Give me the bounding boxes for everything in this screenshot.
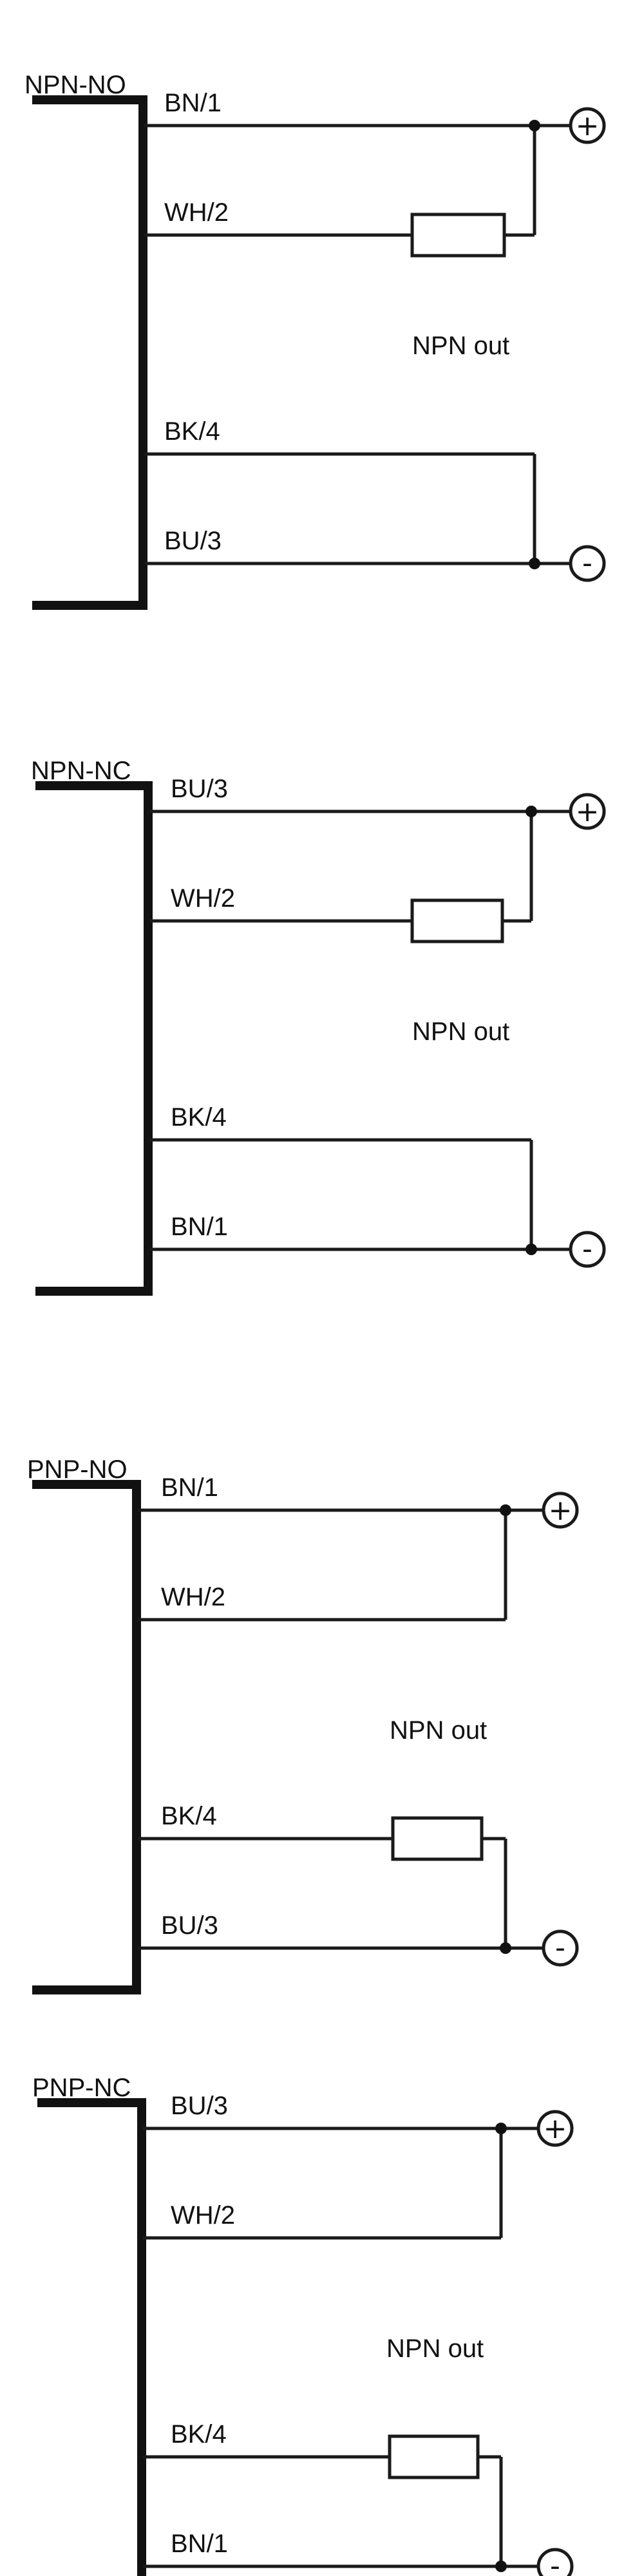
junction-dot	[495, 2561, 507, 2572]
positive-terminal-icon	[569, 793, 606, 830]
wire-label: WH/2	[161, 1583, 225, 1611]
output-label: NPN out	[412, 1018, 509, 1046]
diagram-block-npn-nc: NPN-NC BU/3WH/2BK/4BN/1 + - NPN out	[31, 757, 606, 1296]
wire-label: BU/3	[164, 527, 222, 555]
positive-terminal-symbol: +	[576, 109, 600, 142]
junction-dot	[500, 1504, 511, 1516]
sensor-bracket	[37, 2098, 146, 2576]
load-resistor	[410, 213, 506, 258]
junction-dot	[529, 120, 540, 131]
load-resistor	[391, 1816, 484, 1861]
sensor-bracket	[32, 95, 147, 610]
wire-label: BN/1	[171, 1213, 228, 1241]
junction-dot	[495, 2123, 507, 2134]
wire-label: WH/2	[171, 2201, 235, 2230]
junction-dot	[500, 1942, 511, 1954]
diagram-block-pnp-nc: PNP-NC BU/3WH/2BK/4BN/1 + - NPN out	[32, 2074, 574, 2576]
wire-label: BK/4	[161, 1802, 217, 1830]
wire-label: BU/3	[171, 775, 228, 803]
block-title: NPN-NC	[31, 757, 131, 785]
wire-label: BK/4	[164, 417, 220, 446]
junction-dot	[529, 558, 540, 569]
load-resistor	[410, 898, 504, 943]
negative-terminal-symbol: -	[550, 2550, 560, 2576]
negative-terminal-symbol: -	[555, 1931, 565, 1964]
wire-label: BN/1	[161, 1473, 218, 1502]
wire-label: BN/1	[164, 89, 222, 117]
diagram-block-npn-no: NPN-NO BN/1WH/2BK/4BU/3 + - NPN out	[24, 71, 606, 610]
positive-terminal-icon	[542, 1492, 579, 1529]
positive-terminal-icon	[569, 107, 606, 144]
junction-dot	[526, 806, 537, 817]
wire-label: BK/4	[171, 2420, 227, 2448]
negative-terminal-icon	[569, 1231, 606, 1268]
negative-terminal-symbol: -	[582, 1233, 592, 1265]
positive-terminal-symbol: +	[544, 2112, 567, 2145]
negative-terminal-icon	[569, 545, 606, 582]
sensor-bracket	[32, 1480, 141, 1994]
output-label: NPN out	[390, 1716, 487, 1745]
load-resistor	[388, 2434, 480, 2479]
block-title: NPN-NO	[24, 71, 126, 99]
positive-terminal-symbol: +	[549, 1494, 573, 1527]
negative-terminal-symbol: -	[582, 547, 592, 580]
output-label: NPN out	[412, 332, 509, 360]
output-label: NPN out	[386, 2334, 484, 2363]
negative-terminal-icon	[536, 2548, 574, 2576]
diagram-block-pnp-no: PNP-NO BN/1WH/2BK/4BU/3 + - NPN out	[27, 1455, 579, 1994]
wire-label: BU/3	[161, 1911, 218, 1940]
wire-label: WH/2	[164, 198, 229, 227]
block-title: PNP-NO	[27, 1455, 128, 1484]
positive-terminal-symbol: +	[576, 795, 600, 828]
wire-label: BK/4	[171, 1103, 227, 1132]
wire-label: BN/1	[171, 2530, 228, 2558]
junction-dot	[526, 1244, 537, 1255]
wire-label: BU/3	[171, 2092, 228, 2120]
positive-terminal-icon	[536, 2110, 574, 2147]
negative-terminal-icon	[542, 1929, 579, 1967]
sensor-bracket	[35, 781, 153, 1296]
wire-label: WH/2	[171, 884, 235, 913]
block-title: PNP-NC	[32, 2074, 131, 2102]
